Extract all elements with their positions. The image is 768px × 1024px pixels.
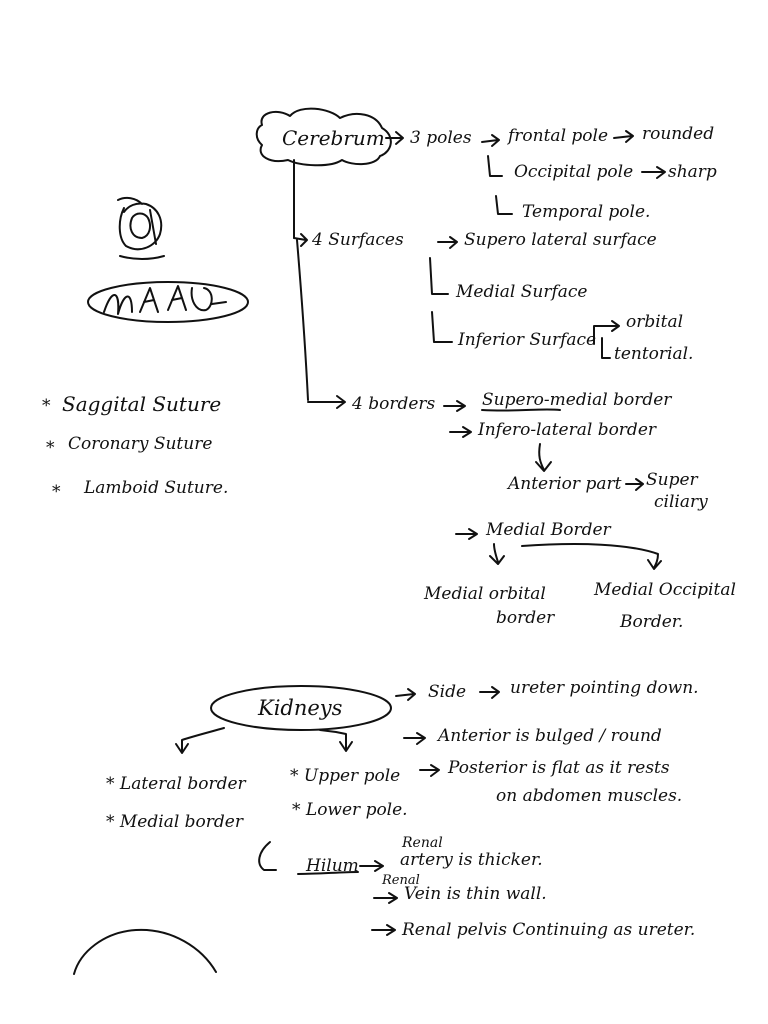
poles-label: 3 poles [410, 130, 472, 147]
arrow-ureter [480, 687, 499, 698]
kidneys-lower-pole: * Lower pole. [292, 802, 408, 819]
hilum-bracket [259, 842, 276, 870]
superolateral-surface: Supero lateral surface [464, 232, 657, 249]
medial-occipital-line-1: Medial Occipital [594, 582, 736, 599]
superomedial-border: Supero-medial border [482, 392, 671, 409]
kidneys-side-note: ureter pointing down. [510, 680, 699, 697]
arrow-medial-border [456, 529, 477, 539]
kidneys-vein: Vein is thin wall. [404, 886, 547, 903]
surfaces-label: 4 Surfaces [312, 232, 404, 249]
arrow-frontal [482, 135, 499, 146]
kidneys-anterior: Anterior is bulged / round [438, 728, 662, 745]
kidneys-branch-right [320, 730, 352, 751]
kidneys-upper-pole: * Upper pole [290, 768, 400, 785]
kidneys-posterior-line-1: Posterior is flat as it rests [448, 760, 670, 777]
kidneys-medial-border: * Medial border [106, 814, 243, 831]
arrow-anterior-part [536, 444, 551, 471]
arrow-to-4-borders [308, 396, 345, 408]
suture-bullet-3: * [52, 484, 61, 501]
main-trunk-line [294, 160, 308, 400]
branch-tentorial [602, 338, 610, 358]
kidneys-lateral-border: * Lateral border [106, 776, 246, 793]
arrow-to-4-surfaces [294, 234, 307, 246]
branch-temporal [496, 196, 512, 214]
bottom-arc-doodle [74, 930, 216, 974]
tentorial-part: tentorial. [614, 346, 693, 363]
kidneys-artery: artery is thicker. [400, 852, 543, 869]
arrow-superomedial [444, 401, 465, 411]
frontal-pole: frontal pole [508, 128, 608, 145]
arrow-side [396, 689, 415, 700]
branch-occipital [488, 156, 502, 176]
cerebrum-title: Cerebrum [282, 128, 385, 148]
kidneys-pelvis: Renal pelvis Continuing as ureter. [402, 922, 695, 939]
medial-occipital-line-2: Border. [620, 614, 683, 631]
occipital-pole: Occipital pole [514, 164, 633, 181]
suture-bullet-1: * [42, 398, 51, 415]
arrow-inferolateral [450, 427, 471, 437]
skull-doodle [118, 198, 164, 259]
arrow-rounded [614, 131, 633, 142]
kidneys-side: Side [428, 684, 466, 701]
branch-inferior-surface [432, 312, 452, 342]
superciliary-line-2: ciliary [654, 494, 708, 511]
arrow-artery [360, 861, 383, 871]
branch-orbital [594, 321, 619, 344]
frontal-note: rounded [642, 126, 714, 143]
inferolateral-border: Infero-lateral border [478, 422, 656, 439]
inferior-surface: Inferior Surface [458, 332, 596, 349]
arrow-pelvis [372, 925, 395, 935]
arrow-sharp [642, 167, 665, 178]
arrow-anterior [404, 733, 425, 744]
renal-label-1: Renal [402, 836, 443, 850]
orbital-part: orbital [626, 314, 683, 331]
skull-scribble [104, 286, 226, 314]
superciliary-line-1: Super [646, 472, 698, 489]
medial-orbital-line-2: border [496, 610, 554, 627]
kidneys-title: Kidneys [258, 698, 342, 719]
medial-surface: Medial Surface [456, 284, 588, 301]
anterior-part: Anterior part [508, 476, 621, 493]
temporal-pole: Temporal pole. [522, 204, 650, 221]
borders-label: 4 borders [352, 396, 435, 413]
kidneys-hilum: Hilum [306, 858, 359, 875]
kidneys-posterior-line-2: on abdomen muscles. [496, 788, 682, 805]
fork-medial-border [490, 544, 661, 569]
saggital-suture: Saggital Suture [62, 394, 221, 414]
branch-medial-surface [430, 258, 448, 294]
arrow-posterior [420, 765, 439, 776]
medial-orbital-line-1: Medial orbital [424, 586, 546, 603]
arrow-superciliary [626, 479, 643, 490]
coronary-suture: Coronary Suture [68, 436, 212, 453]
occipital-note: sharp [668, 164, 717, 181]
arrow-superolateral [438, 237, 457, 248]
lamboid-suture: Lamboid Suture. [84, 480, 228, 497]
suture-bullet-2: * [46, 440, 55, 457]
kidneys-branch-left [176, 728, 224, 753]
medial-border: Medial Border [486, 522, 611, 539]
arrow-vein [374, 893, 397, 903]
